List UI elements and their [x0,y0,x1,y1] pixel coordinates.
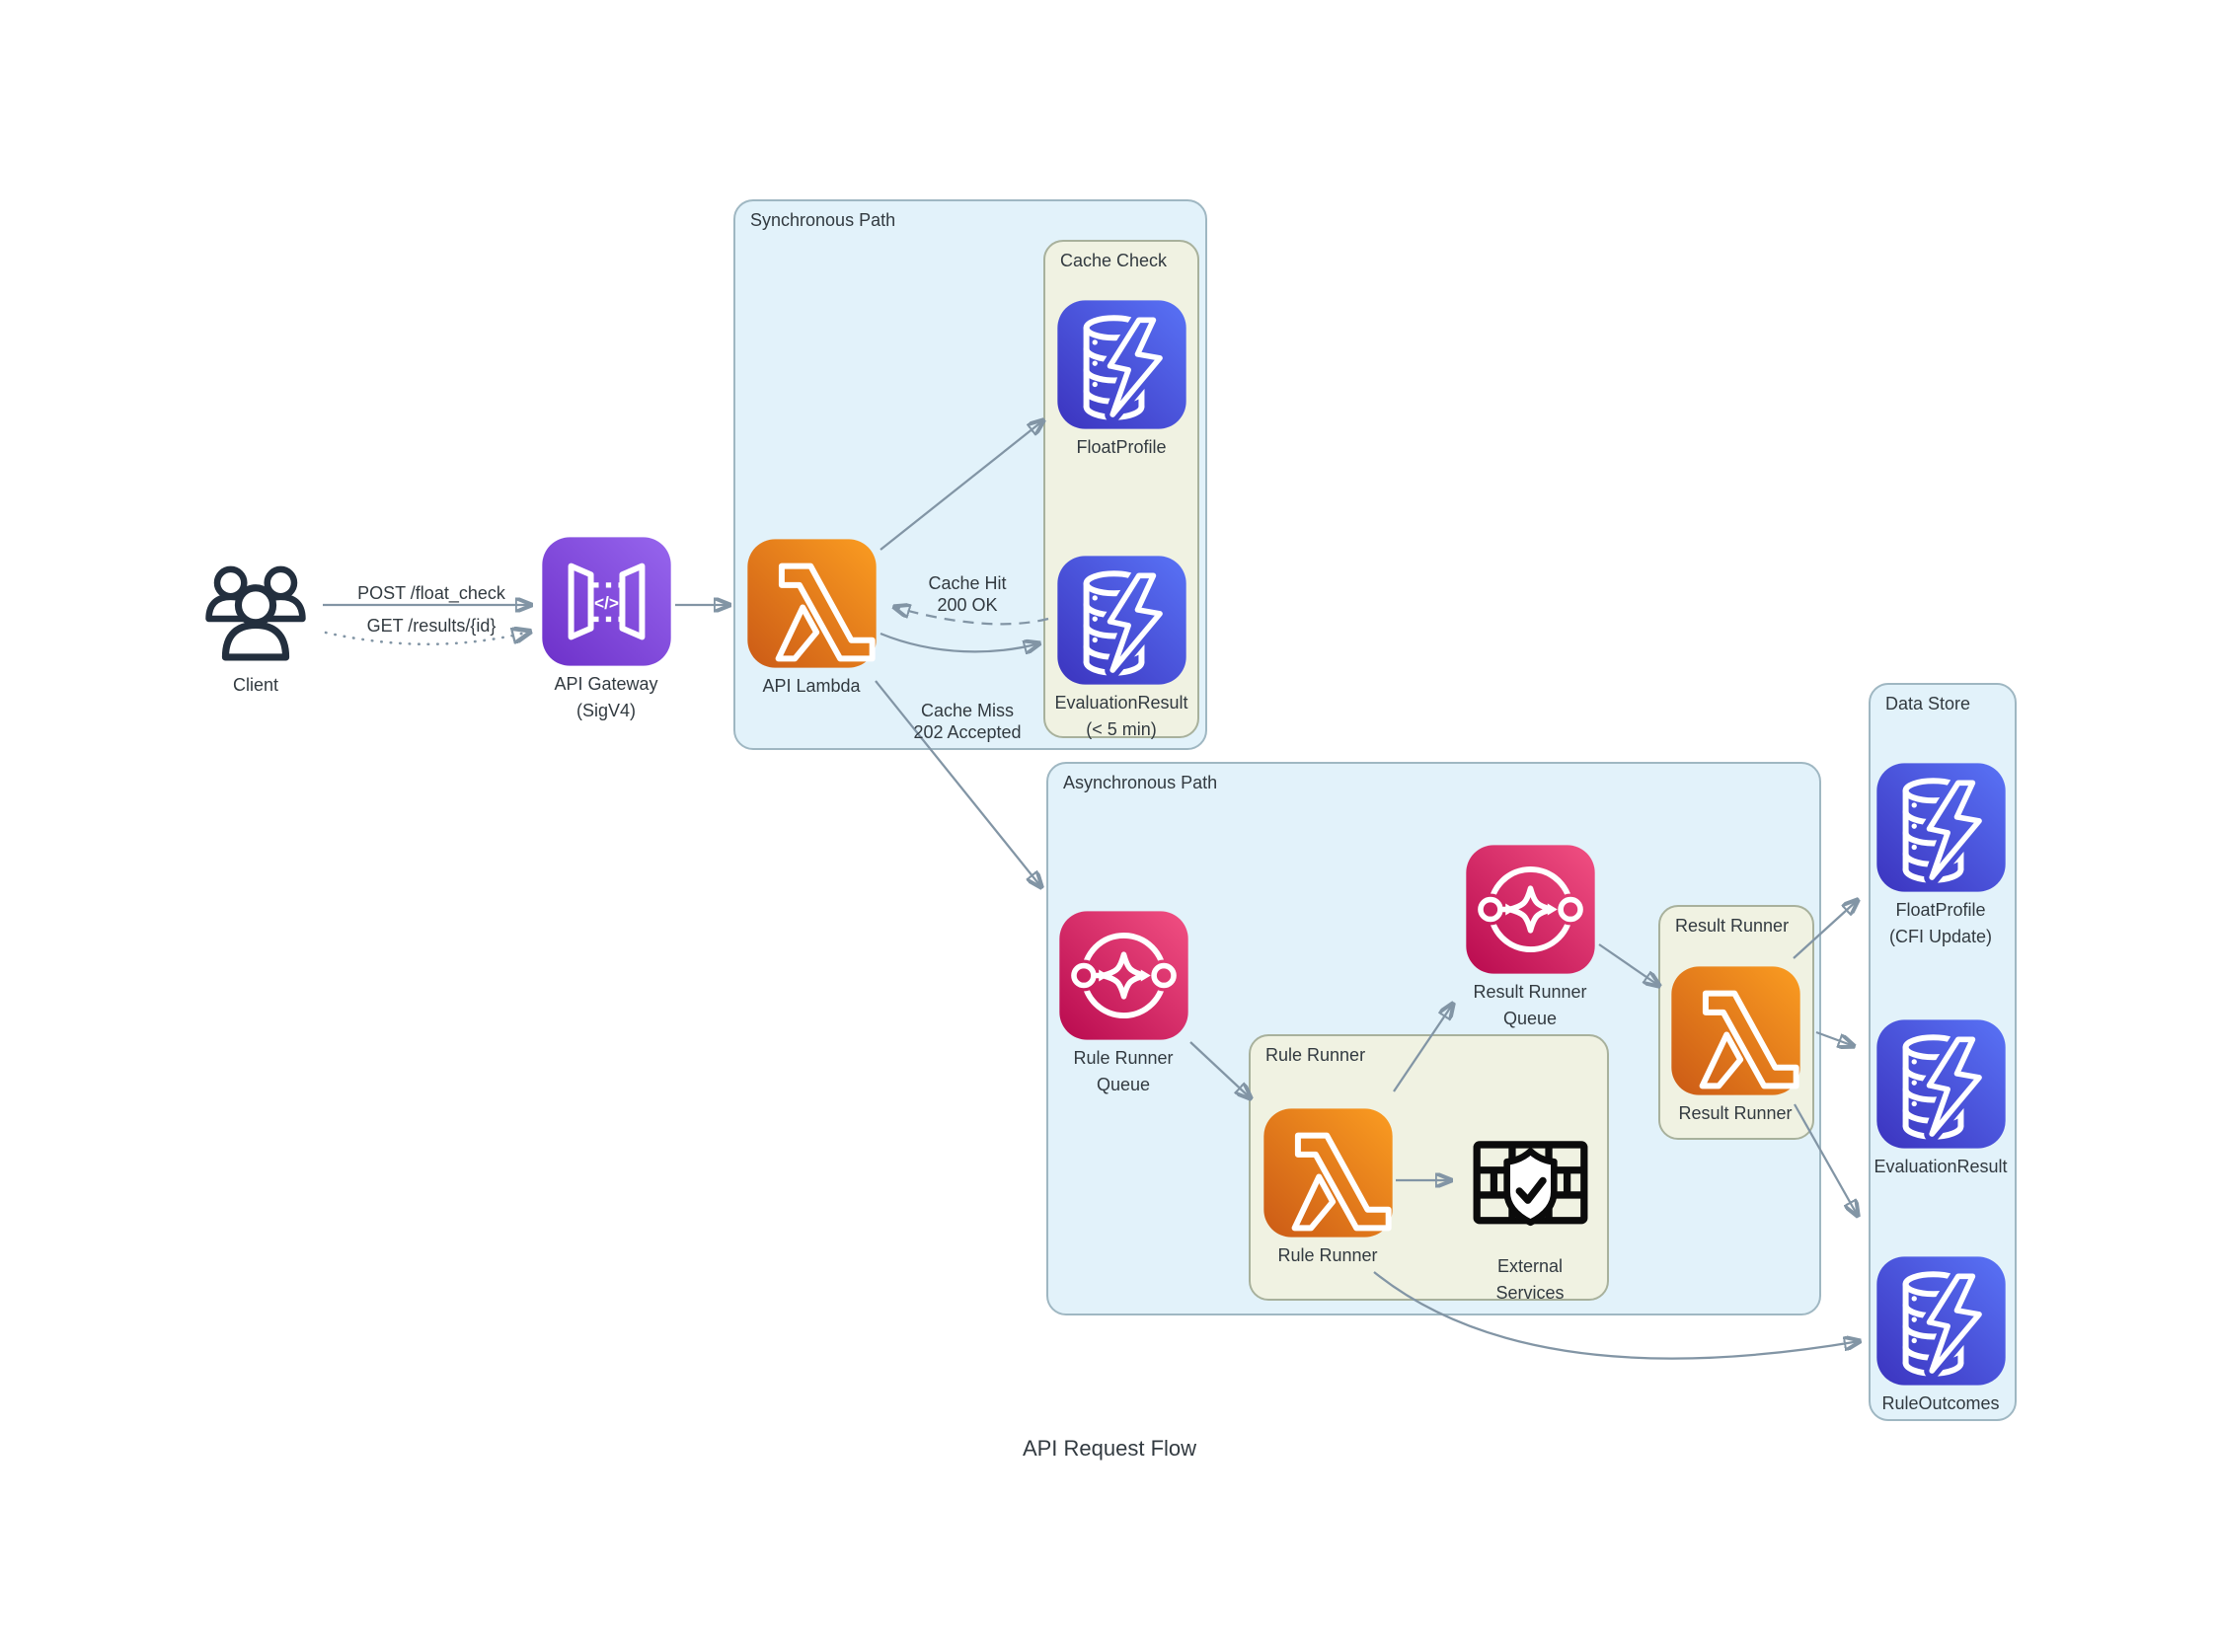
edge-label-post: POST /float_check [357,583,505,603]
node-ds-evaluationresult: EvaluationResult [1847,1018,2034,1180]
edge-label-cache-miss: Cache Miss 202 Accepted [913,700,1021,743]
node-ds-floatprofile: FloatProfile (CFI Update) [1847,762,2034,950]
node-ds-ruleoutcomes-label: RuleOutcomes [1881,1393,2000,1413]
node-result-runner-queue-sublabel: Queue [1502,1009,1558,1028]
node-external-services-sublabel: Services [1495,1283,1565,1303]
aws-lambda-icon [1262,1108,1393,1238]
dynamodb-table-icon [1056,300,1186,429]
node-client-label: Client [232,675,279,695]
node-cache-evaluationresult-label: EvaluationResult [1054,693,1188,713]
edge-label-cache-miss-line1: Cache Miss [920,701,1015,720]
api-gateway-glyph: </> [594,593,619,613]
edge-label-get: GET /results/{id} [366,616,497,636]
node-rule-runner-queue-label: Rule Runner [1073,1048,1174,1068]
users-icon [205,565,306,661]
node-api-lambda-label: API Lambda [762,676,861,696]
edge-label-cache-hit: Cache Hit 200 OK [928,572,1006,616]
node-result-runner-lambda-label: Result Runner [1678,1103,1793,1123]
dynamodb-table-icon [1056,556,1186,685]
sqs-queue-icon [1058,911,1188,1040]
dynamodb-table-icon [1875,1256,2006,1386]
node-api-lambda: API Lambda [718,538,905,700]
node-ds-floatprofile-sublabel: (CFI Update) [1888,927,1993,946]
node-cache-floatprofile-label: FloatProfile [1076,437,1167,457]
node-cache-floatprofile: FloatProfile [1028,299,1215,461]
firewall-shield-icon [1473,1141,1587,1227]
dynamodb-table-icon [1875,1019,2006,1149]
aws-lambda-icon [1670,966,1800,1095]
sqs-queue-icon [1465,845,1595,974]
node-rule-runner-lambda: Rule Runner [1234,1107,1421,1269]
node-api-gateway: </> API Gateway (SigV4) [512,536,700,724]
api-gateway-icon: </> [541,537,671,666]
node-cache-evaluationresult: EvaluationResult (< 5 min) [1028,555,1215,743]
container-data-store-label: Data Store [1885,694,1971,713]
edge-label-cache-hit-line1: Cache Hit [928,573,1007,593]
node-client: Client [162,540,349,699]
node-rule-runner-queue: Rule Runner Queue [1030,910,1217,1098]
node-result-runner-queue-label: Result Runner [1473,982,1587,1002]
container-asynchronous-path-label: Asynchronous Path [1063,773,1218,792]
edge-label-cache-hit-line2: 200 OK [937,595,998,615]
node-result-runner-lambda: Result Runner [1642,965,1829,1127]
node-external-services-label: External [1496,1256,1564,1276]
node-ds-ruleoutcomes: RuleOutcomes [1847,1255,2034,1417]
node-result-runner-queue: Result Runner Queue [1436,844,1624,1032]
node-ds-floatprofile-label: FloatProfile [1895,900,1986,920]
container-result-runner-label: Result Runner [1675,916,1790,936]
dynamodb-table-icon [1875,763,2006,892]
container-synchronous-path-label: Synchronous Path [750,210,896,230]
edge-label-cache-miss-line2: 202 Accepted [913,722,1022,742]
node-ds-evaluationresult-label: EvaluationResult [1874,1157,2008,1176]
node-cache-evaluationresult-sublabel: (< 5 min) [1086,719,1157,739]
node-api-gateway-sublabel: (SigV4) [575,701,636,720]
node-external-services: External Services [1436,1133,1624,1307]
node-api-gateway-label: API Gateway [554,674,658,694]
container-rule-runner-label: Rule Runner [1265,1045,1366,1065]
node-rule-runner-queue-sublabel: Queue [1096,1075,1151,1094]
container-cache-check-label: Cache Check [1060,251,1168,270]
node-rule-runner-lambda-label: Rule Runner [1277,1245,1378,1265]
aws-lambda-icon [746,539,877,668]
diagram-title: API Request Flow [1022,1436,1197,1461]
